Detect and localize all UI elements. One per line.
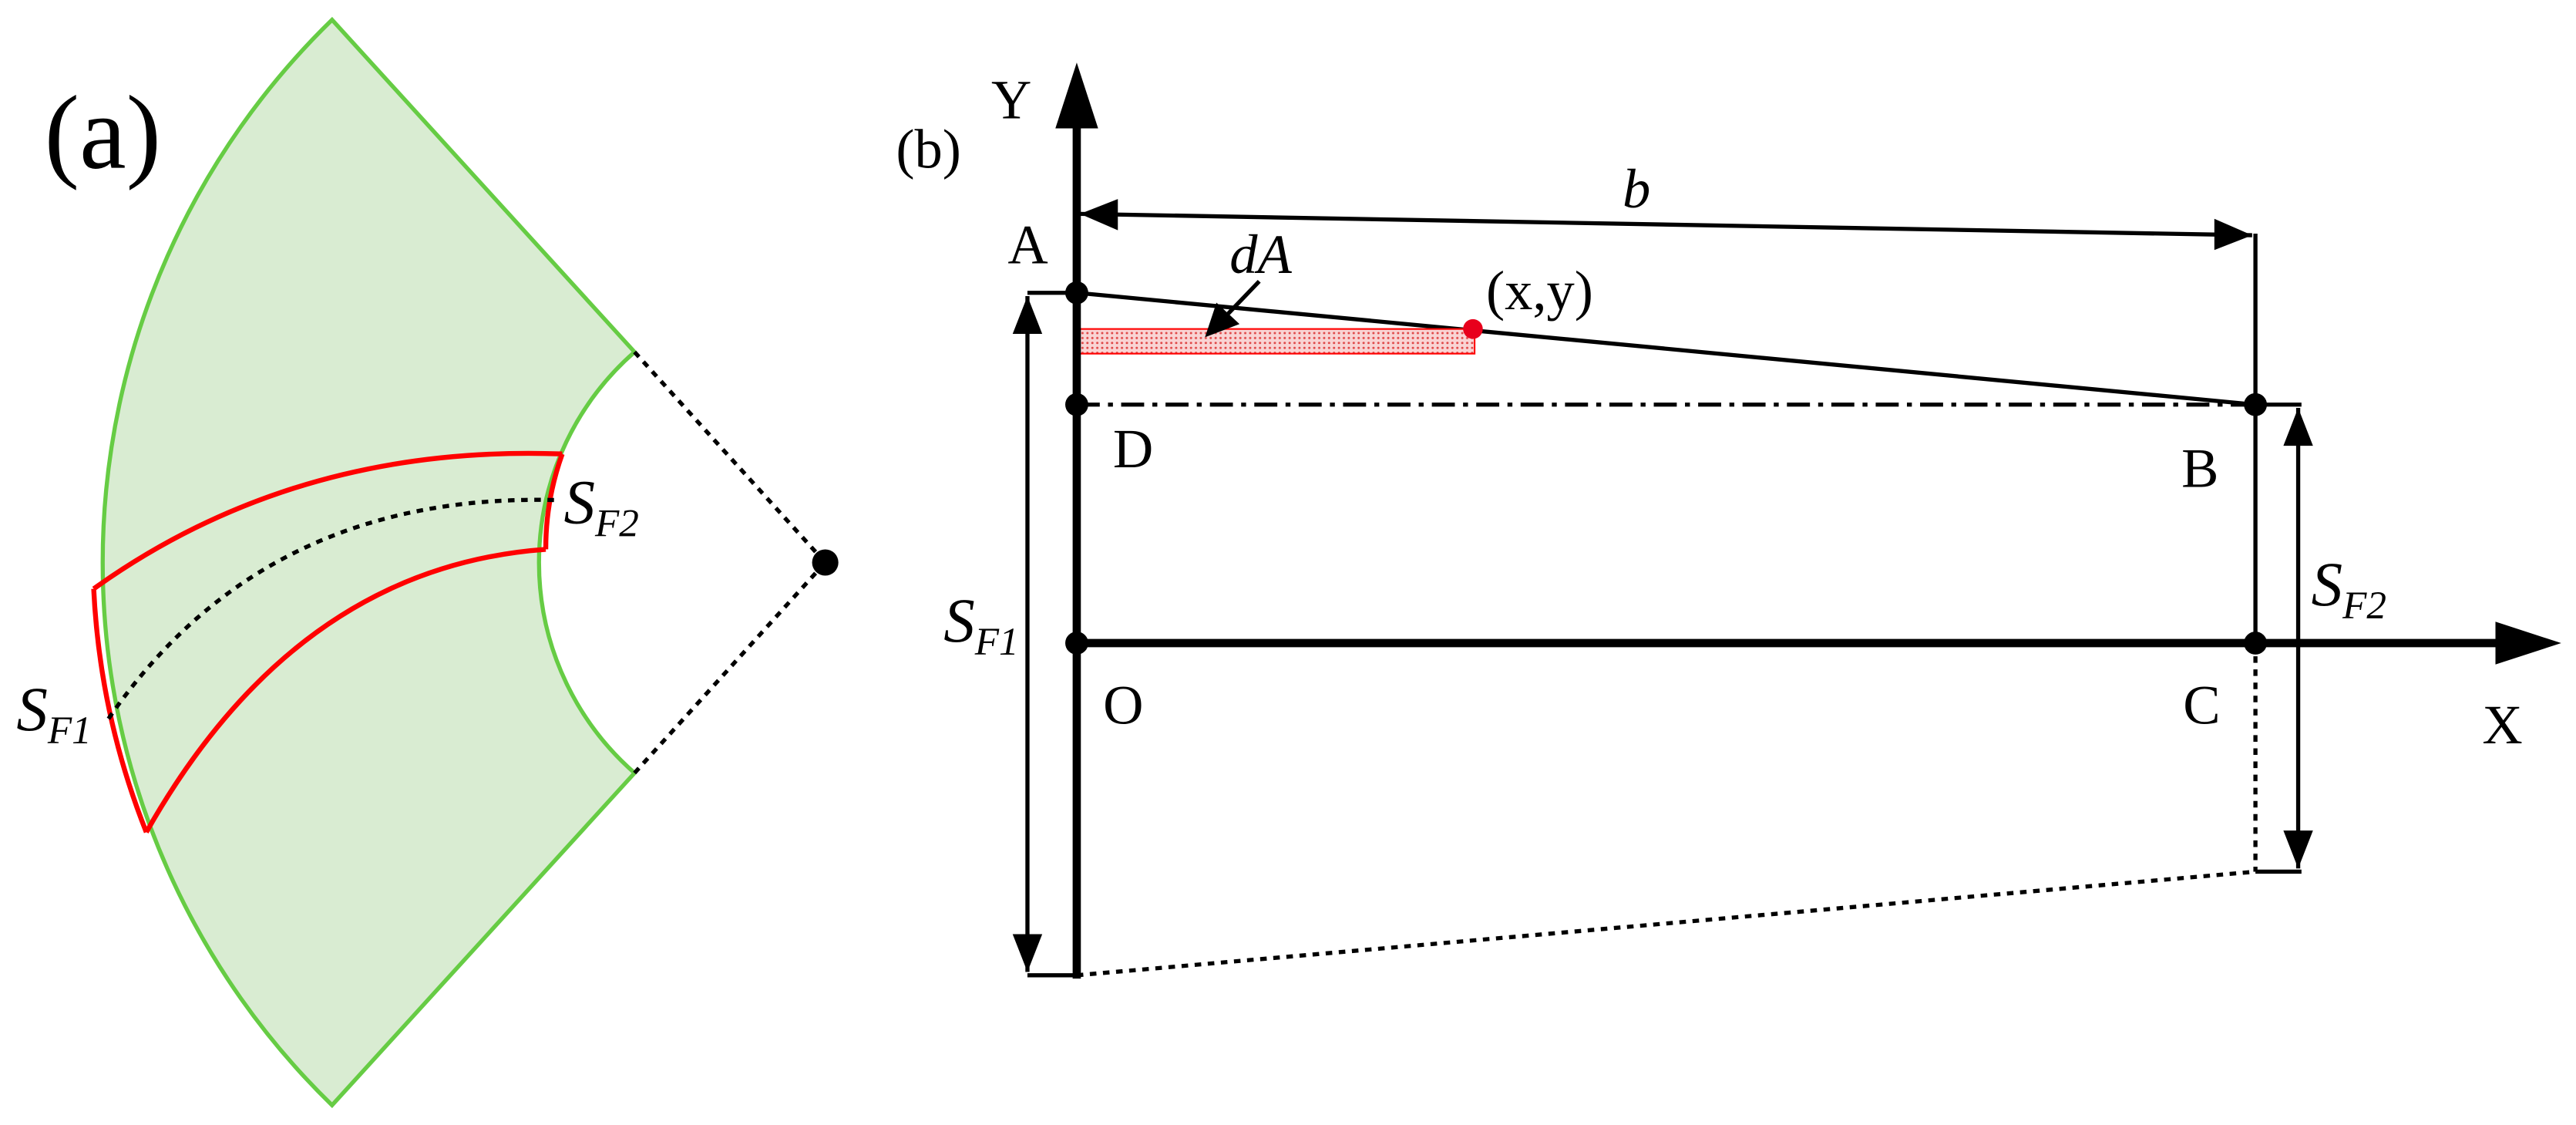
point-c-label: C [2183,674,2220,736]
point-b-marker [2244,392,2268,416]
point-d-label: D [1113,417,1153,480]
point-c-marker [2244,632,2268,655]
point-a-marker [1065,281,1088,305]
panel-a-sf1-label: SF1 [16,675,91,753]
point-a-label: A [1007,213,1048,275]
dimension-b-line [1080,211,2252,237]
dimension-sf1-arrow-bottom [1012,934,1043,972]
point-b-label: B [2181,436,2218,499]
dimension-sf2-arrow-top [2283,408,2313,446]
line-a-b [1076,291,2256,407]
sector-radius-upper [633,350,827,564]
point-o-label: O [1103,674,1143,736]
y-axis-label: Y [991,69,1031,131]
coord-xy-label: (x,y) [1486,259,1593,322]
panel-a: (a) SF1 SF2 [16,16,839,1109]
panel-b-label: (b) [896,118,961,180]
panel-a-label: (a) [45,74,161,191]
dimension-sf2-arrow-bottom [2283,830,2313,869]
point-xy-marker [1463,318,1483,339]
dotted-bottom-line [1076,869,2256,978]
flank-curve-upper [92,450,563,591]
dimension-sf1-arrow-top [1012,295,1043,335]
dimension-b-arrow-right [2214,218,2252,251]
x-axis-label: X [2482,693,2522,756]
y-axis-arrowhead [1055,62,1098,129]
point-o-marker [1065,632,1088,655]
x-axis-arrowhead [2495,621,2561,665]
center-line-curve [106,497,554,720]
point-d-marker [1065,392,1088,416]
gear-tooth-sector [100,16,638,1109]
sector-radius-lower [633,561,827,775]
dimension-b-arrow-left [1080,199,1118,231]
panel-b: (b) Y X A D O B C b dA (x,y) SF1 SF2 [896,62,2561,979]
width-b-label: b [1623,157,1650,220]
panel-b-sf2-label: SF2 [2312,550,2386,628]
panel-a-sf2-label: SF2 [564,467,639,545]
panel-b-sf1-label: SF1 [943,586,1018,664]
da-label: dA [1229,223,1292,285]
sector-center-point [812,549,839,576]
differential-area-element [1075,328,1476,355]
flank-curve-lower [144,547,546,834]
da-pointer-arrowhead [1205,302,1240,338]
root-section-arc-outer [91,588,149,834]
